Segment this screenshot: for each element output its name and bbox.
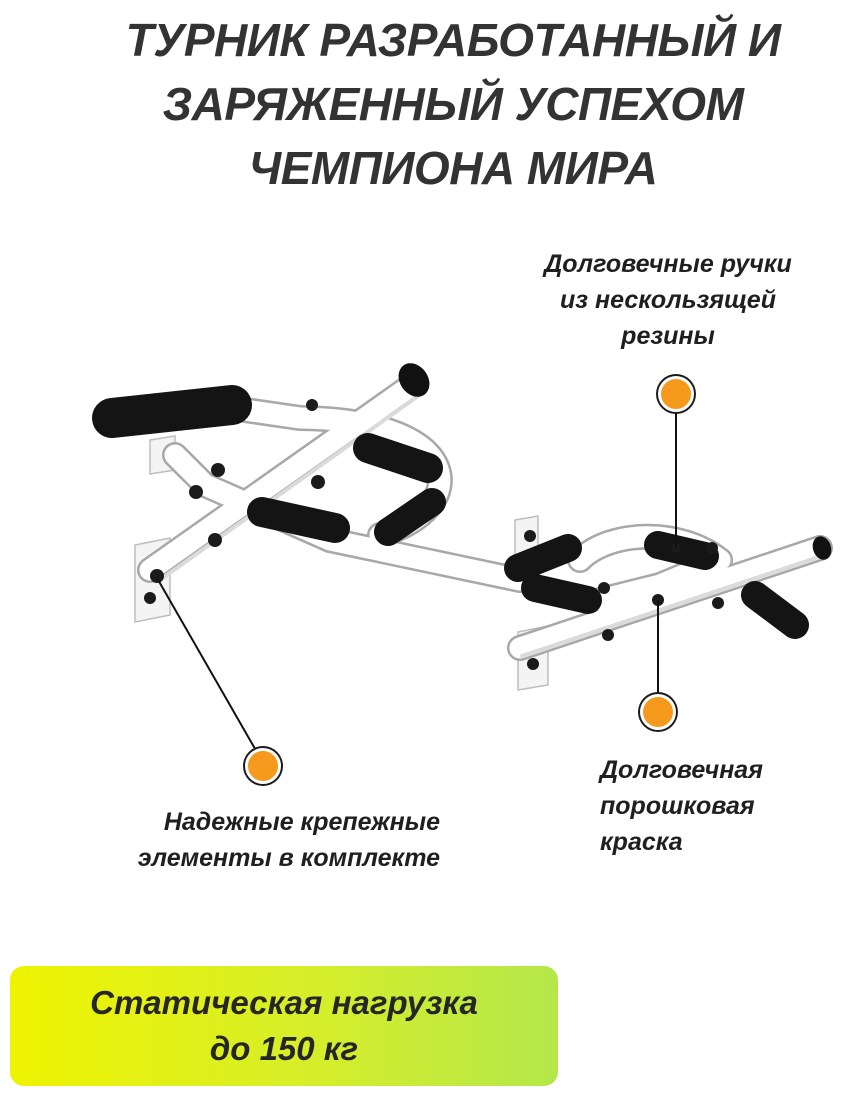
callout-leader-lines xyxy=(156,412,677,755)
bolts xyxy=(144,399,724,670)
callout-handles-line-3: резины xyxy=(621,322,715,350)
grip-right-1 xyxy=(504,534,582,582)
callout-paint-line-1: Долговечная xyxy=(600,756,763,784)
grip-mid-3 xyxy=(374,488,446,546)
callout-marker-handles xyxy=(658,376,694,412)
callout-marker-fasteners xyxy=(245,748,281,784)
callout-paint: Долговечная порошковая краска xyxy=(600,752,840,860)
foam-grips xyxy=(92,385,809,639)
callout-fasteners-line-2: элементы в комплекте xyxy=(137,844,440,872)
grip-mid-2 xyxy=(247,497,350,543)
callout-handles-line-2: из нескользящей xyxy=(560,286,776,314)
grip-right-4 xyxy=(741,581,809,639)
callout-fasteners: Надежные крепежные элементы в комплекте xyxy=(60,804,440,876)
tube-end-caps xyxy=(398,363,832,560)
static-load-banner-line-1: Статическая нагрузка xyxy=(90,984,478,1021)
callout-paint-line-2: порошковая xyxy=(600,792,755,820)
callout-handles: Долговечные ручки из нескользящей резины xyxy=(508,246,828,354)
end-cap-top xyxy=(398,363,430,397)
callout-marker-paint xyxy=(640,694,676,730)
grip-right-3 xyxy=(644,531,719,570)
grip-top-left xyxy=(92,385,252,438)
callout-paint-line-3: краска xyxy=(600,828,683,856)
headline-line-2: ЗАРЯЖЕННЫЙ УСПЕХОМ xyxy=(162,78,744,130)
grip-mid-1 xyxy=(353,433,443,483)
static-load-banner: Статическая нагрузка до 150 кг xyxy=(10,966,558,1086)
callout-fasteners-line-1: Надежные крепежные xyxy=(163,808,440,836)
callout-handles-line-1: Долговечные ручки xyxy=(544,250,792,278)
headline-line-3: ЧЕМПИОНА МИРА xyxy=(248,142,658,194)
headline: ТУРНИК РАЗРАБОТАННЫЙ И ЗАРЯЖЕННЫЙ УСПЕХО… xyxy=(0,8,846,200)
static-load-banner-line-2: до 150 кг xyxy=(209,1030,359,1067)
headline-line-1: ТУРНИК РАЗРАБОТАННЫЙ И xyxy=(125,14,781,66)
grip-right-2 xyxy=(521,574,602,614)
end-cap-right xyxy=(812,536,832,560)
